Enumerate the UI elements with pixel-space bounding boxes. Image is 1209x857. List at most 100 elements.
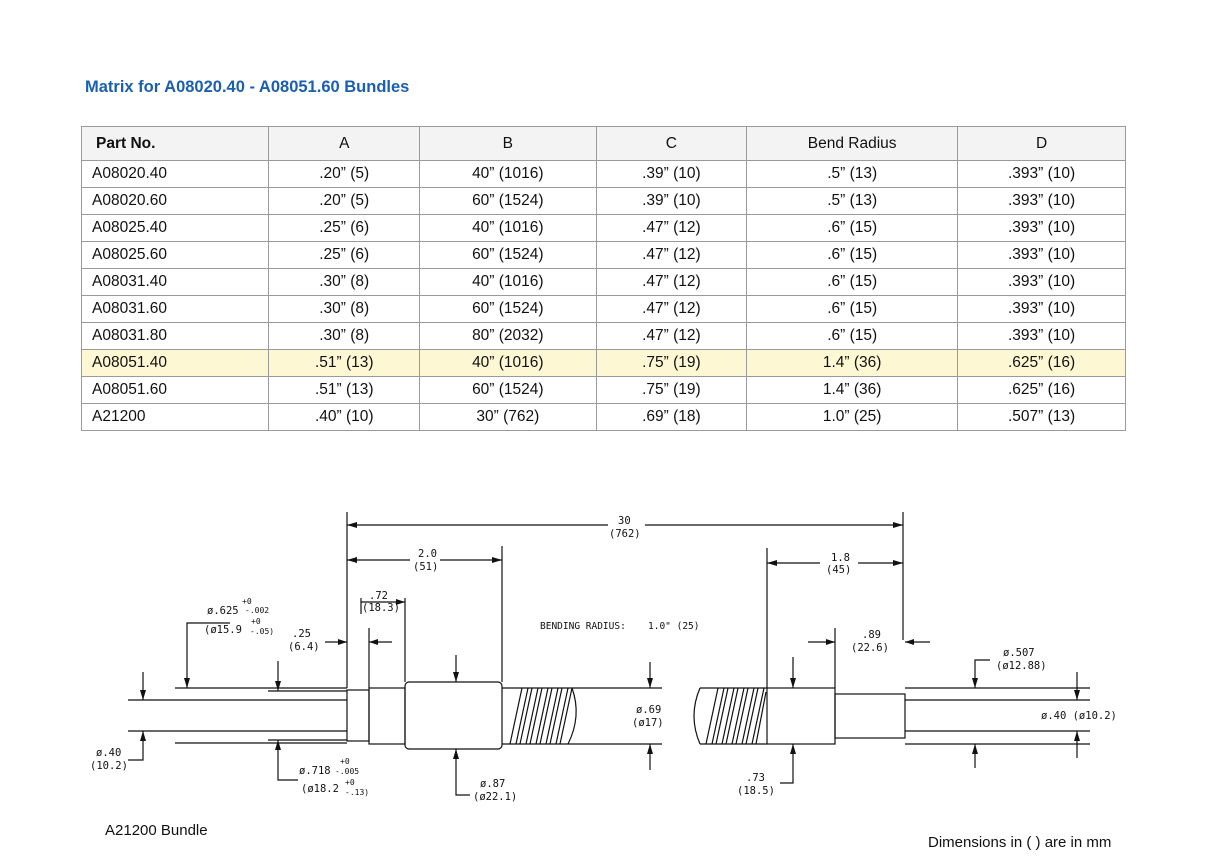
table-cell: .39” (10) (595, 187, 748, 215)
dim-d40-left-mm: (10.2) (90, 760, 128, 772)
table-cell: .69” (18) (595, 403, 748, 431)
left-coil-spring (502, 687, 578, 745)
table-cell: .6” (15) (746, 268, 959, 296)
svg-text:+0: +0 (340, 757, 350, 766)
table-cell: .47” (12) (595, 295, 748, 323)
table-cell: .393” (10) (957, 322, 1126, 350)
table-cell: .30” (8) (268, 268, 421, 296)
table-row: A08031.80.30” (8)80” (2032).47” (12).6” … (80, 322, 1126, 350)
right-coil-spring (693, 687, 767, 745)
table-cell: .393” (10) (957, 160, 1126, 188)
table-cell: .5” (13) (746, 187, 959, 215)
svg-text:-.002: -.002 (245, 606, 269, 615)
column-header: C (595, 126, 748, 161)
svg-text:+0: +0 (242, 597, 252, 606)
table-row: A21200.40” (10)30” (762).69” (18)1.0” (2… (80, 403, 1126, 431)
page-title: Matrix for A08020.40 - A08051.60 Bundles (85, 78, 410, 96)
table-row: A08031.60.30” (8)60” (1524).47” (12).6” … (80, 295, 1126, 323)
dim-072: .72 (369, 590, 388, 602)
part-number-cell: A08051.40 (80, 349, 270, 377)
table-cell: .625” (16) (957, 349, 1126, 377)
column-header: D (957, 126, 1126, 161)
table-cell: 30” (762) (419, 403, 597, 431)
table-cell: 60” (1524) (419, 241, 597, 269)
dim-d718-mm: (ø18.2 (301, 783, 339, 795)
dim-d718: ø.718 (299, 765, 331, 777)
table-cell: .20” (5) (268, 187, 421, 215)
column-header: Part No. (80, 126, 270, 161)
table-body: A08020.40.20” (5)40” (1016).39” (10).5” … (80, 160, 1126, 431)
column-header: B (419, 126, 597, 161)
part-number-cell: A08051.60 (80, 376, 270, 404)
leader-d718 (277, 740, 298, 781)
part-number-cell: A21200 (80, 403, 270, 431)
table-row: A08051.60.51” (13)60” (1524).75” (19)1.4… (80, 376, 1126, 404)
part-number-cell: A08020.40 (80, 160, 270, 188)
table-cell: 1.4” (36) (746, 349, 959, 377)
dim-right-length: 1.8 (831, 552, 850, 564)
leader-d87 (455, 749, 470, 796)
leader-d73 (780, 744, 794, 784)
drawing-caption: A21200 Bundle (105, 822, 208, 839)
column-header: A (268, 126, 421, 161)
table-cell: 40” (1016) (419, 214, 597, 242)
dim-right-length-mm: (45) (826, 564, 851, 576)
table-cell: .20” (5) (268, 160, 421, 188)
right-collar (834, 693, 906, 739)
table-cell: 1.4” (36) (746, 376, 959, 404)
table-row: A08020.60.20” (5)60” (1524).39” (10).5” … (80, 187, 1126, 215)
svg-text:-.005: -.005 (335, 767, 359, 776)
dim-d625: ø.625 (207, 605, 239, 617)
dim-d40-left: ø.40 (96, 747, 121, 759)
svg-text:-.13): -.13) (345, 788, 369, 797)
end-collar (346, 689, 370, 742)
dim-073-mm: (18.5) (737, 785, 775, 797)
table-cell: .393” (10) (957, 268, 1126, 296)
table-cell: .30” (8) (268, 295, 421, 323)
table-row: A08025.60.25” (6)60” (1524).47” (12).6” … (80, 241, 1126, 269)
dim-left-length: 2.0 (418, 548, 437, 560)
table-cell: 40” (1016) (419, 349, 597, 377)
table-row: A08020.40.20” (5)40” (1016).39” (10).5” … (80, 160, 1126, 188)
table-cell: .6” (15) (746, 295, 959, 323)
table-cell: .39” (10) (595, 160, 748, 188)
dim-072-mm: (18.3) (362, 602, 400, 614)
part-number-cell: A08031.60 (80, 295, 270, 323)
table-cell: .5” (13) (746, 160, 959, 188)
bending-radius-label: BENDING RADIUS: (540, 621, 626, 632)
table-cell: .51” (13) (268, 349, 421, 377)
ferrule (368, 687, 406, 745)
dim-d40-right: ø.40 (ø10.2) (1041, 710, 1117, 722)
table-cell: .75” (19) (595, 376, 748, 404)
right-ferrule (766, 687, 836, 745)
svg-text:-.05): -.05) (250, 627, 274, 636)
dim-d507: ø.507 (1003, 647, 1035, 659)
dim-total-length-mm: (762) (609, 528, 641, 540)
leader-d625 (186, 622, 230, 688)
table-cell: .507” (13) (957, 403, 1126, 431)
dim-d87: ø.87 (480, 778, 505, 790)
leader-d507 (974, 659, 990, 688)
dim-073: .73 (746, 772, 765, 784)
dim-left-length-mm: (51) (413, 561, 438, 573)
dim-025: .25 (292, 628, 311, 640)
part-number-cell: A08025.60 (80, 241, 270, 269)
dim-d507-mm: (ø12.88) (996, 660, 1047, 672)
table-cell: .47” (12) (595, 322, 748, 350)
table-cell: .393” (10) (957, 241, 1126, 269)
dim-total-length: 30 (618, 515, 631, 527)
part-number-cell: A08020.60 (80, 187, 270, 215)
dim-089: .89 (862, 629, 881, 641)
table-cell: .75” (19) (595, 349, 748, 377)
bending-radius-value: 1.0" (25) (648, 621, 699, 632)
table-cell: 40” (1016) (419, 268, 597, 296)
dim-d87-mm: (ø22.1) (473, 791, 517, 803)
dim-d69: ø.69 (636, 704, 661, 716)
dim-089-mm: (22.6) (851, 642, 889, 654)
table-cell: 80” (2032) (419, 322, 597, 350)
large-sleeve (404, 681, 503, 750)
units-note: Dimensions in ( ) are in mm (928, 834, 1112, 851)
